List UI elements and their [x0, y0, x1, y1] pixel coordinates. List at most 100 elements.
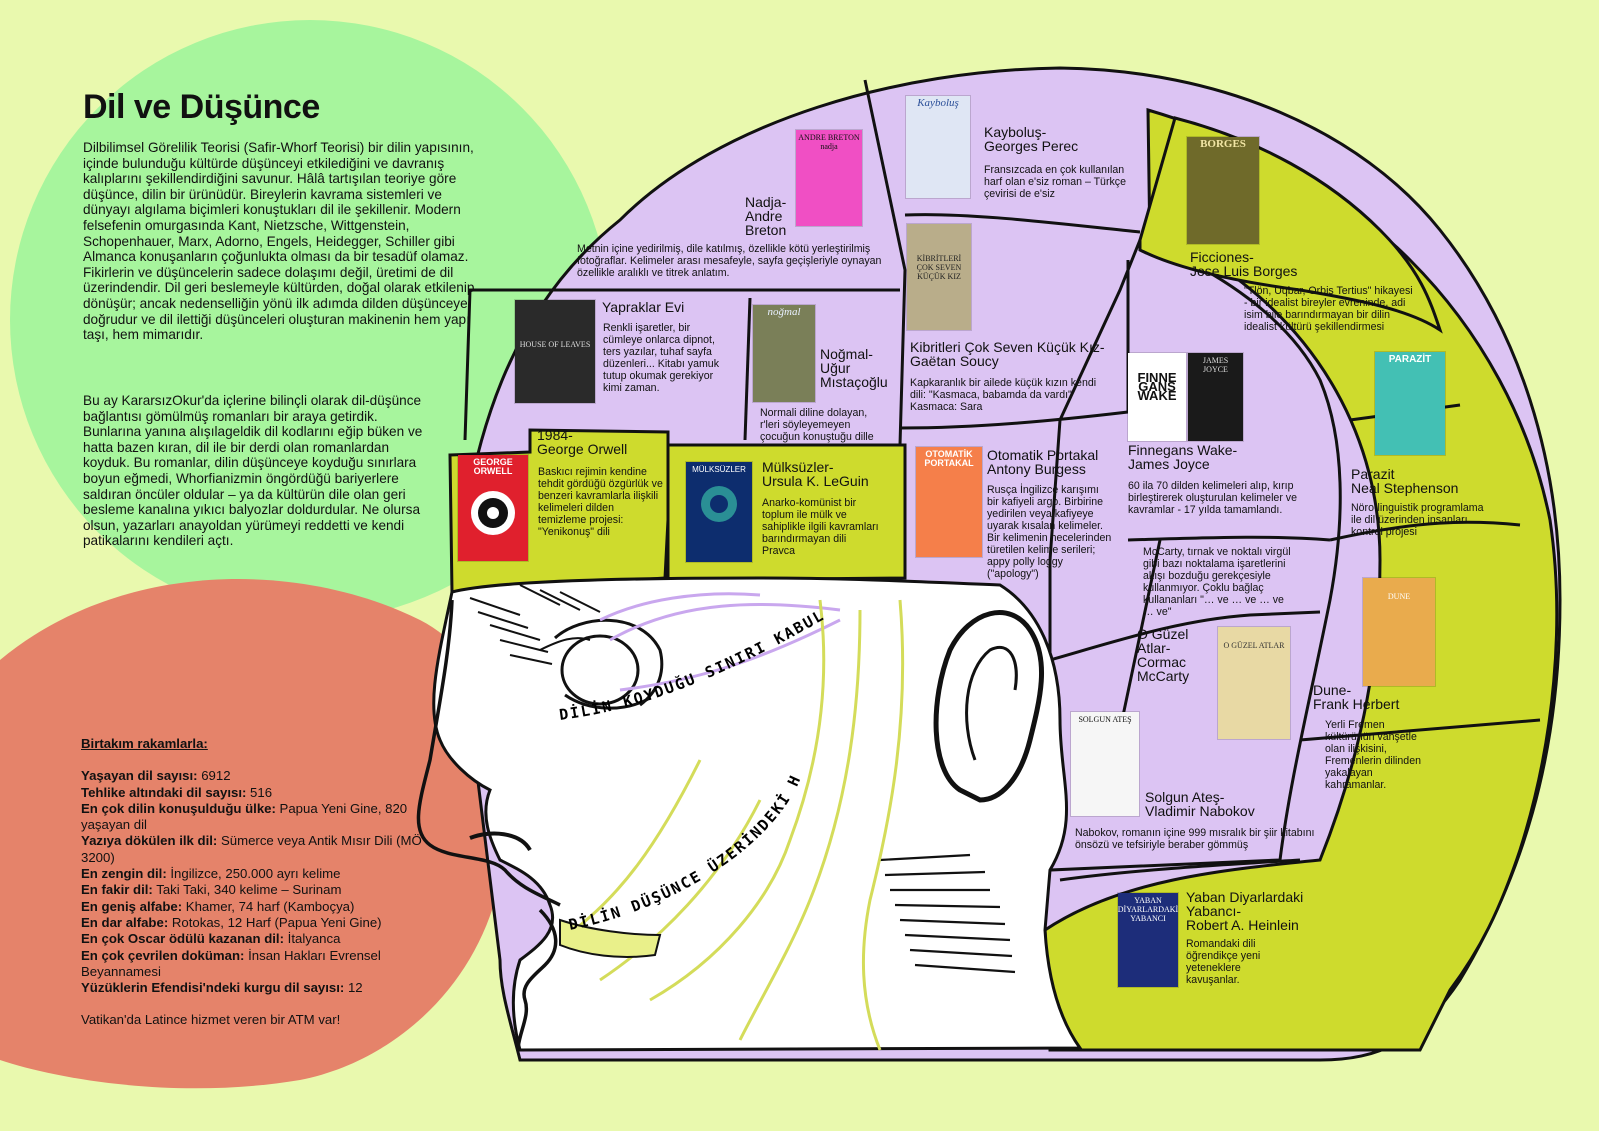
svg-text:DİLİN KOYDUĞU SINIRI KABUL ETM: DİLİN KOYDUĞU SINIRI KABUL ETMEYENLER — [534, 576, 837, 724]
stat-value: Khamer, 74 harf (Kamboçya) — [182, 898, 355, 914]
cover-yapraklar-text: HOUSE OF LEAVES — [519, 340, 591, 349]
teeth — [559, 918, 662, 958]
desc-finnegans: 60 ila 70 dilden kelimeleri alıp, kırıp … — [1128, 480, 1297, 516]
stat-label: Yüzüklerin Efendisi'ndeki kurgu dil sayı… — [81, 980, 345, 996]
title-nadja: Nadja- Andre Breton — [745, 194, 787, 238]
stat-row: En çok dilin konuşulduğu ülke: Papua Yen… — [81, 801, 426, 834]
cover-ficciones[interactable]: BORGES — [1187, 137, 1259, 244]
intro-paragraph: Dilbilimsel Görelilik Teorisi (Safir-Who… — [83, 140, 475, 343]
stat-label: En çok çevrilen doküman: — [81, 947, 245, 963]
title-kibritleri: Kibritleri Çok Seven Küçük Kız- Gaëtan S… — [910, 339, 1105, 369]
title-yaban: Yaban Diyarlardaki Yabancı- Robert A. He… — [1186, 889, 1304, 933]
jaw-curve-text: DİLİN DÜŞÜNCE ÜZERİNDEKİ HÜKMÜ — [544, 755, 802, 934]
stat-label: En fakir dil: — [81, 882, 153, 898]
stat-value: İnsan Hakları Evrensel Beyannamesi — [81, 947, 381, 979]
stat-value: Taki Taki, 340 kelime – Surinam — [152, 882, 342, 898]
desc-parazit: Nöro-linguistik programlama ile dil üzer… — [1351, 502, 1484, 538]
stat-row: En geniş alfabe: Khamer, 74 harf (Kamboç… — [81, 899, 426, 915]
cover-finnegans-text: FINNE GANS WAKE — [1137, 370, 1177, 403]
stat-label: Yaşayan dil sayısı: — [81, 768, 198, 784]
desc-nadja: Metnin içine yedirilmiş, dile katılmış, … — [577, 243, 882, 279]
cover-finnegans-2[interactable]: JAMES JOYCE — [1188, 353, 1243, 441]
red-blob — [0, 579, 508, 1089]
stat-label: Tehlike altındaki dil sayısı: — [81, 784, 247, 800]
title-nogmal: Noğmal- Uğur Mıstaçoğlu — [820, 346, 888, 390]
title-dune: Dune- Frank Herbert — [1313, 682, 1400, 712]
cover-nadja-text: ANDRE BRETON nadja — [798, 133, 860, 151]
olive-band-right — [1043, 107, 1559, 1052]
desc-kaybolus: Fransızcada en çok kullanılan harf olan … — [984, 164, 1126, 200]
cover-parazit[interactable]: PARAZİT — [1375, 352, 1445, 455]
stat-value: Sümerce veya Antik Mısır Dili (MÖ 3200) — [81, 833, 422, 865]
cover-mccarty[interactable]: O GÜZEL ATLAR — [1218, 627, 1290, 739]
desc-mccarty: McCarty, tırnak ve noktalı virgül gibi b… — [1143, 546, 1291, 618]
nerves — [559, 599, 905, 1051]
cover-yaban[interactable]: YABAN DİYARLARDAKİ YABANCI — [1118, 893, 1178, 987]
cover-finnegans[interactable]: FINNE GANS WAKE — [1128, 353, 1186, 441]
stat-value: 516 — [246, 784, 273, 800]
title-ficciones: Ficciones- Jose Luis Borges — [1190, 249, 1298, 279]
stat-label: En çok Oscar ödülü kazanan dil: — [81, 931, 284, 947]
desc-nogmal: Normali diline dolayan, r'leri söyleyeme… — [760, 407, 874, 443]
stat-row: Yaşayan dil sayısı: 6912 — [81, 768, 426, 784]
title-mulksuzler: Mülksüzler- Ursula K. LeGuin — [762, 459, 869, 489]
title-portakal: Otomatik Portakal Antony Burgess — [987, 447, 1099, 477]
cover-kaybolus[interactable]: Kayboluş — [906, 96, 970, 198]
cover-yaban-text: YABAN DİYARLARDAKİ YABANCI — [1118, 896, 1178, 923]
cover-orwell[interactable]: GEORGE ORWELL — [458, 455, 528, 561]
stat-label: En çok dilin konuşulduğu ülke: — [81, 800, 276, 816]
stat-value: İtalyanca — [284, 931, 341, 947]
eye — [560, 634, 640, 706]
stat-row: En çok Oscar ödülü kazanan dil: İtalyanc… — [81, 931, 426, 947]
title-orwell: 1984- George Orwell — [537, 427, 628, 457]
cover-parazit-text: PARAZİT — [1388, 354, 1432, 365]
eye-curve-text: DİLİN KOYDUĞU SINIRI KABUL ETMEYENLER — [534, 576, 835, 724]
cover-mulksuzler-text: MÜLKSÜZLER — [692, 465, 746, 474]
cover-nogmal[interactable]: noğmal — [753, 305, 815, 402]
desc-mulksuzler: Anarko-komünist bir toplum ile mülk ve s… — [762, 497, 879, 557]
cover-kaybolus-text: Kayboluş — [917, 97, 959, 109]
cover-dune[interactable]: DUNE — [1363, 578, 1435, 686]
neck-hatching — [879, 853, 1016, 974]
cover-kibritleri-text: KİBRİTLERİ ÇOK SEVEN KÜÇÜK KIZ — [916, 254, 962, 281]
stats-footer: Vatikan'da Latince hizmet veren bir ATM … — [81, 1012, 341, 1028]
cover-portakal-text: OTOMATİK PORTAKAL — [924, 449, 974, 468]
title-yapraklar: Yapraklar Evi — [602, 299, 685, 315]
desc-yapraklar: Renkli işaretler, bir cümleye onlarca di… — [603, 322, 719, 394]
svg-text:DİLİN DÜŞÜNCE ÜZERİNDEKİ HÜKMÜ: DİLİN DÜŞÜNCE ÜZERİNDEKİ HÜKMÜ — [544, 755, 804, 934]
eye-curve-label: DİLİN KOYDUĞU SINIRI KABUL ETMEYENLER — [534, 576, 835, 724]
cover-solgun[interactable]: SOLGUN ATEŞ — [1071, 712, 1139, 816]
cover-portakal[interactable]: OTOMATİK PORTAKAL — [916, 447, 982, 557]
stat-row: En zengin dil: İngilizce, 250.000 ayrı k… — [81, 866, 426, 882]
stat-row: En dar alfabe: Rotokas, 12 Harf (Papua Y… — [81, 915, 426, 931]
cover-ficciones-text: BORGES — [1200, 138, 1246, 150]
desc-dune: Yerli Fremen kültürünün vahşetle olan il… — [1325, 719, 1421, 791]
title-mccarty: O Güzel Atlar- Cormac McCarty — [1137, 626, 1190, 684]
title-kaybolus: Kayboluş- Georges Perec — [984, 124, 1079, 154]
stat-value: Rotokas, 12 Harf (Papua Yeni Gine) — [168, 914, 382, 930]
page-title: Dil ve Düşünce — [83, 88, 320, 126]
desc-kibritleri: Kapkaranlık bir ailede küçük kızın kendi… — [910, 377, 1097, 413]
desc-orwell: Baskıcı rejimin kendine tehdit gördüğü ö… — [538, 466, 663, 538]
title-finnegans: Finnegans Wake- James Joyce — [1128, 442, 1238, 472]
stat-row: Tehlike altındaki dil sayısı: 516 — [81, 785, 426, 801]
cover-orwell-text: GEORGE ORWELL — [473, 457, 513, 476]
desc-solgun: Nabokov, romanın içine 999 mısralık bir … — [1075, 827, 1315, 851]
cover-nadja[interactable]: ANDRE BRETON nadja — [796, 130, 862, 226]
stat-row: En çok çevrilen doküman: İnsan Hakları E… — [81, 948, 426, 981]
stat-label: En zengin dil: — [81, 866, 167, 882]
stats-heading: Birtakım rakamlarla: — [81, 736, 208, 751]
cover-kibritleri[interactable]: KİBRİTLERİ ÇOK SEVEN KÜÇÜK KIZ — [907, 224, 971, 330]
nose-outline — [416, 599, 561, 907]
stat-value: Papua Yeni Gine, 820 yaşayan dil — [81, 800, 408, 833]
desc-yaban: Romandaki dili öğrendikçe yeni yetenekle… — [1186, 938, 1261, 986]
stats-block: Birtakım rakamlarla: Yaşayan dil sayısı:… — [81, 736, 426, 1029]
stat-row: Yazıya dökülen ilk dil: Sümerce veya Ant… — [81, 833, 426, 866]
cover-mulksuzler[interactable]: MÜLKSÜZLER — [686, 462, 752, 562]
cover-yapraklar[interactable]: HOUSE OF LEAVES — [515, 300, 595, 403]
desc-ficciones: "Tlön, Uqbar, Orbis Tertius" hikayesi - … — [1244, 285, 1413, 333]
title-parazit: Parazit Neal Stephenson — [1351, 466, 1459, 496]
jaw-curve-label: DİLİN DÜŞÜNCE ÜZERİNDEKİ HÜKMÜ — [544, 755, 802, 934]
intro-paragraph-2: Bu ay KararsızOkur'da içlerine bilinçli … — [83, 393, 423, 549]
